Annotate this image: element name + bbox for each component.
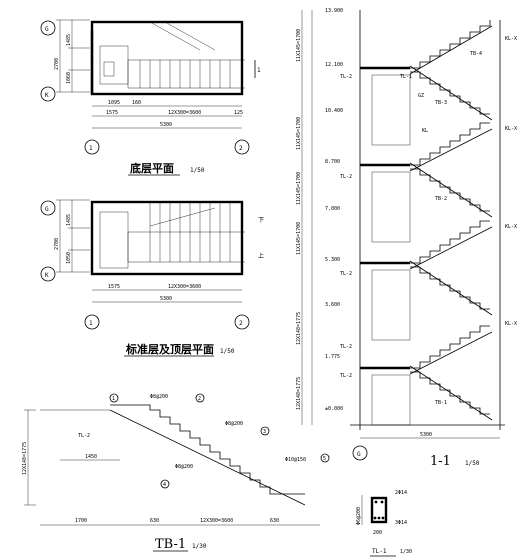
inner-gz: GZ: [418, 93, 424, 99]
right-kl-0: KL-X: [505, 36, 517, 42]
tb1-dim-b2: 12X300=3600: [200, 518, 233, 524]
tb1-rebar-1: Φ8@200: [225, 421, 243, 427]
elev-8: ±0.000: [325, 406, 343, 412]
tl1-detail: 2Φ14 3Φ14 Φ6@200 200 TL-1 1/30: [356, 490, 412, 557]
axis-label-2: 2: [239, 145, 243, 152]
tb1-rebar-3: Φ10@150: [285, 457, 306, 463]
dim-bottom-2c: 125: [234, 110, 243, 116]
section-scale: 1/50: [465, 460, 480, 467]
elev-6: 3.600: [325, 302, 340, 308]
beam-left-3: TL-2: [340, 344, 352, 350]
section-dim-bottom: 5300: [420, 432, 432, 438]
tb1-rebar-2: Φ8@200: [175, 464, 193, 470]
std-dim-left-1: 2700: [54, 238, 60, 250]
tb1-dim-b1: 630: [150, 518, 159, 524]
inner-tb2: TB-2: [435, 196, 447, 202]
inner-tb1: TB-1: [435, 400, 447, 406]
tb1-mark-1: 1: [112, 396, 115, 402]
elev-5: 5.300: [325, 257, 340, 263]
height-1: 11X145=1700: [296, 117, 302, 150]
elev-3: 8.700: [325, 159, 340, 165]
dim-left-2: 1485: [66, 34, 72, 46]
beam-left-2: TL-2: [340, 271, 352, 277]
dim-left-1: 2700: [54, 58, 60, 70]
tb1-title: TB-1: [155, 537, 186, 552]
right-kl-1: KL-X: [505, 126, 517, 132]
tl1-bars-top: 2Φ14: [395, 490, 407, 496]
tb1-label-tl: TL-2: [78, 433, 90, 439]
tb1-dim-b0: 1700: [75, 518, 87, 524]
tb1-mark-3: 3: [263, 429, 266, 435]
plan-standard-title: 标准层及顶层平面: [125, 342, 214, 356]
elev-0: 13.900: [325, 8, 343, 14]
std-dim-bottom-1a: 1575: [108, 284, 120, 290]
dim-bottom-2a: 1575: [106, 110, 118, 116]
dim-bottom-1b: 160: [132, 100, 141, 106]
axis-label-k: K: [45, 92, 49, 99]
standard-floor-plan: 2700 1485 1050 G K 下 上 1575: [40, 199, 264, 357]
axis-label-1: 1: [89, 145, 93, 152]
std-label-down: 下: [258, 217, 264, 224]
std-dim-bottom-2: 5300: [160, 296, 172, 302]
std-axis-g: G: [45, 206, 49, 213]
tl1-title: TL-1: [372, 548, 387, 555]
inner-kl: KL: [422, 128, 428, 134]
height-2: 11X145=1700: [296, 172, 302, 205]
tb1-dim-b3: 630: [270, 518, 279, 524]
tl1-scale: 1/30: [400, 549, 412, 555]
tb1-mark-2: 2: [198, 396, 201, 402]
tb1-detail: 12X148=1775 TL-2 1450 Φ8@200 Φ8@200 Φ8@2…: [22, 393, 330, 552]
height-4: 12X148=1775: [296, 312, 302, 345]
section-title: 1-1: [430, 454, 451, 469]
plan-ground-title: 底层平面: [130, 161, 174, 175]
ground-floor-plan: 2700 1485 1060 G K 1: [40, 19, 261, 176]
elev-1: 12.100: [325, 62, 343, 68]
tb1-rebar-0: Φ8@200: [150, 394, 168, 400]
dim-bottom-3: 5300: [160, 122, 172, 128]
beam-left-1: TL-2: [340, 174, 352, 180]
axis-bubble-k: [40, 86, 56, 102]
tl1-bars-bottom: 3Φ14: [395, 520, 407, 526]
plan-ground-scale: 1/50: [190, 167, 205, 174]
dim-bottom-2b: 12X300=3600: [168, 110, 201, 116]
tb1-mark-4: 4: [163, 482, 166, 488]
tl1-stirrup: Φ6@200: [356, 507, 362, 525]
std-label-up: 上: [258, 252, 264, 260]
section-axis: G: [357, 451, 361, 458]
std-axis-2: 2: [239, 320, 243, 327]
dim-bottom-1a: 1095: [108, 100, 120, 106]
axis-label-g: G: [45, 26, 49, 33]
height-5: 12X148=1775: [296, 377, 302, 410]
plan-standard-scale: 1/50: [220, 348, 235, 355]
elev-2: 10.400: [325, 108, 343, 114]
std-dim-bottom-1b: 12X300=3600: [168, 284, 201, 290]
beam-left-0: TL-2: [340, 74, 352, 80]
right-kl-2: KL-X: [505, 224, 517, 230]
inner-tb3: TB-3: [435, 100, 447, 106]
tb1-scale: 1/30: [192, 543, 207, 550]
section-1-1: 13.900 12.100 10.400 8.700 7.000 5.300 3…: [296, 8, 517, 469]
dim-left-3: 1060: [66, 72, 72, 84]
inner-tl1: TL-1: [400, 74, 412, 80]
height-0: 11X145=1700: [296, 29, 302, 62]
right-kl-3: KL-X: [505, 321, 517, 327]
std-axis-k: K: [45, 272, 49, 279]
std-axis-1: 1: [89, 320, 93, 327]
inner-tb4: TB-4: [470, 51, 482, 57]
std-dim-left-2: 1485: [66, 214, 72, 226]
tb1-mark-5: 5: [323, 456, 326, 462]
std-dim-left-3: 1050: [66, 252, 72, 264]
beam-left-4: TL-2: [340, 373, 352, 379]
tb1-dim-left: 12X148=1775: [22, 442, 28, 475]
axis-bubble-g: [40, 20, 56, 36]
tb1-dim-small: 1450: [85, 454, 97, 460]
elev-7: 1.775: [325, 354, 340, 360]
height-3: 11X145=1700: [296, 222, 302, 255]
section-mark: 1: [257, 67, 261, 74]
tl1-width: 200: [373, 530, 382, 536]
elev-4: 7.000: [325, 206, 340, 212]
